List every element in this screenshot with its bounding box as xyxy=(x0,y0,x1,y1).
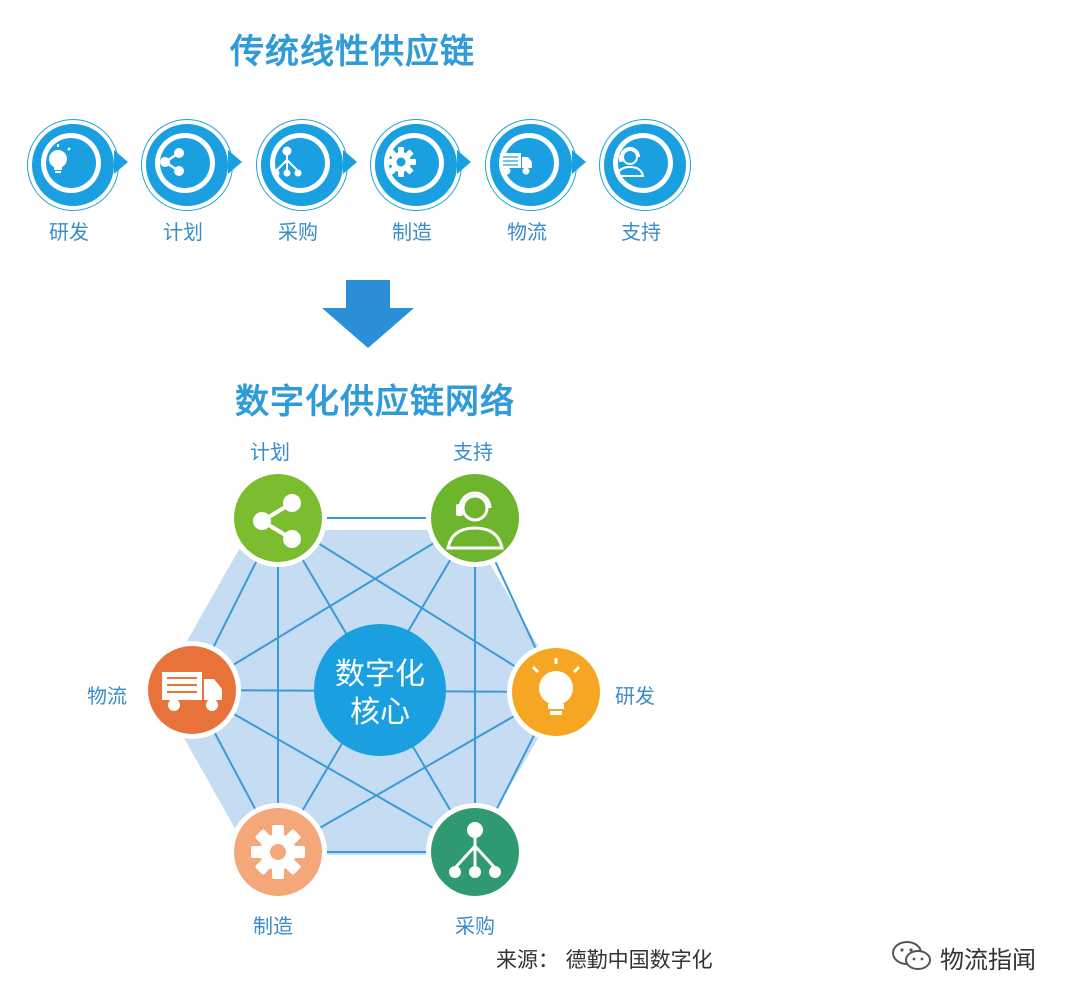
truck-icon xyxy=(500,153,532,175)
network-node-support xyxy=(426,469,524,567)
step-label: 物流 xyxy=(507,220,547,244)
linear-step-logistics: 物流 xyxy=(472,118,592,248)
network-node-plan xyxy=(229,469,327,567)
network-node-logistics xyxy=(143,641,241,739)
step-arrow xyxy=(228,150,242,174)
share-icon xyxy=(253,494,301,548)
step-label: 研发 xyxy=(49,220,89,244)
core-line-1: 数字化 xyxy=(335,657,425,692)
gear-icon xyxy=(386,147,416,177)
share-icon xyxy=(160,148,184,176)
step-arrow xyxy=(457,150,471,174)
node-label-procurement: 采购 xyxy=(455,914,495,938)
node-label-plan: 计划 xyxy=(250,440,290,464)
lightbulb-icon xyxy=(45,144,71,173)
node-label-logistics: 物流 xyxy=(87,684,127,708)
brand-watermark: 物流指闻 xyxy=(890,936,1065,976)
linear-step-support: 支持 xyxy=(586,118,706,248)
brand-name: 物流指闻 xyxy=(940,946,1036,974)
network-node-rd xyxy=(507,643,605,741)
digital-core-label: 数字化 核心 xyxy=(318,656,442,732)
wechat-icon xyxy=(892,941,931,970)
down-arrow-icon xyxy=(322,280,414,348)
linear-step-rd: 研发 xyxy=(14,118,134,248)
node-label-support: 支持 xyxy=(453,440,493,464)
node-label-manufacturing: 制造 xyxy=(253,914,293,938)
headset-icon xyxy=(615,147,645,177)
linear-supply-chain-title: 传统线性供应链 xyxy=(230,32,475,72)
node-label-rd: 研发 xyxy=(615,684,655,708)
step-label: 采购 xyxy=(278,220,318,244)
network-node-manufacturing xyxy=(229,803,327,901)
step-arrow xyxy=(343,150,357,174)
step-label: 制造 xyxy=(392,220,432,244)
hierarchy-icon xyxy=(272,146,302,177)
step-circle xyxy=(28,120,118,210)
step-label: 支持 xyxy=(621,220,661,244)
digital-network-title: 数字化供应链网络 xyxy=(235,382,515,422)
step-label: 计划 xyxy=(163,220,203,244)
step-arrow xyxy=(572,150,586,174)
network-node-procurement xyxy=(426,803,524,901)
linear-step-manufacturing: 制造 xyxy=(357,118,477,248)
hierarchy-icon xyxy=(449,822,501,878)
truck-icon xyxy=(162,672,222,711)
step-arrow xyxy=(114,150,128,174)
linear-step-plan: 计划 xyxy=(128,118,248,248)
lightbulb-icon xyxy=(531,658,581,715)
source-caption: 来源： 德勤中国数字化 xyxy=(496,948,713,972)
linear-step-procurement: 采购 xyxy=(243,118,363,248)
core-line-2: 核心 xyxy=(350,695,410,730)
